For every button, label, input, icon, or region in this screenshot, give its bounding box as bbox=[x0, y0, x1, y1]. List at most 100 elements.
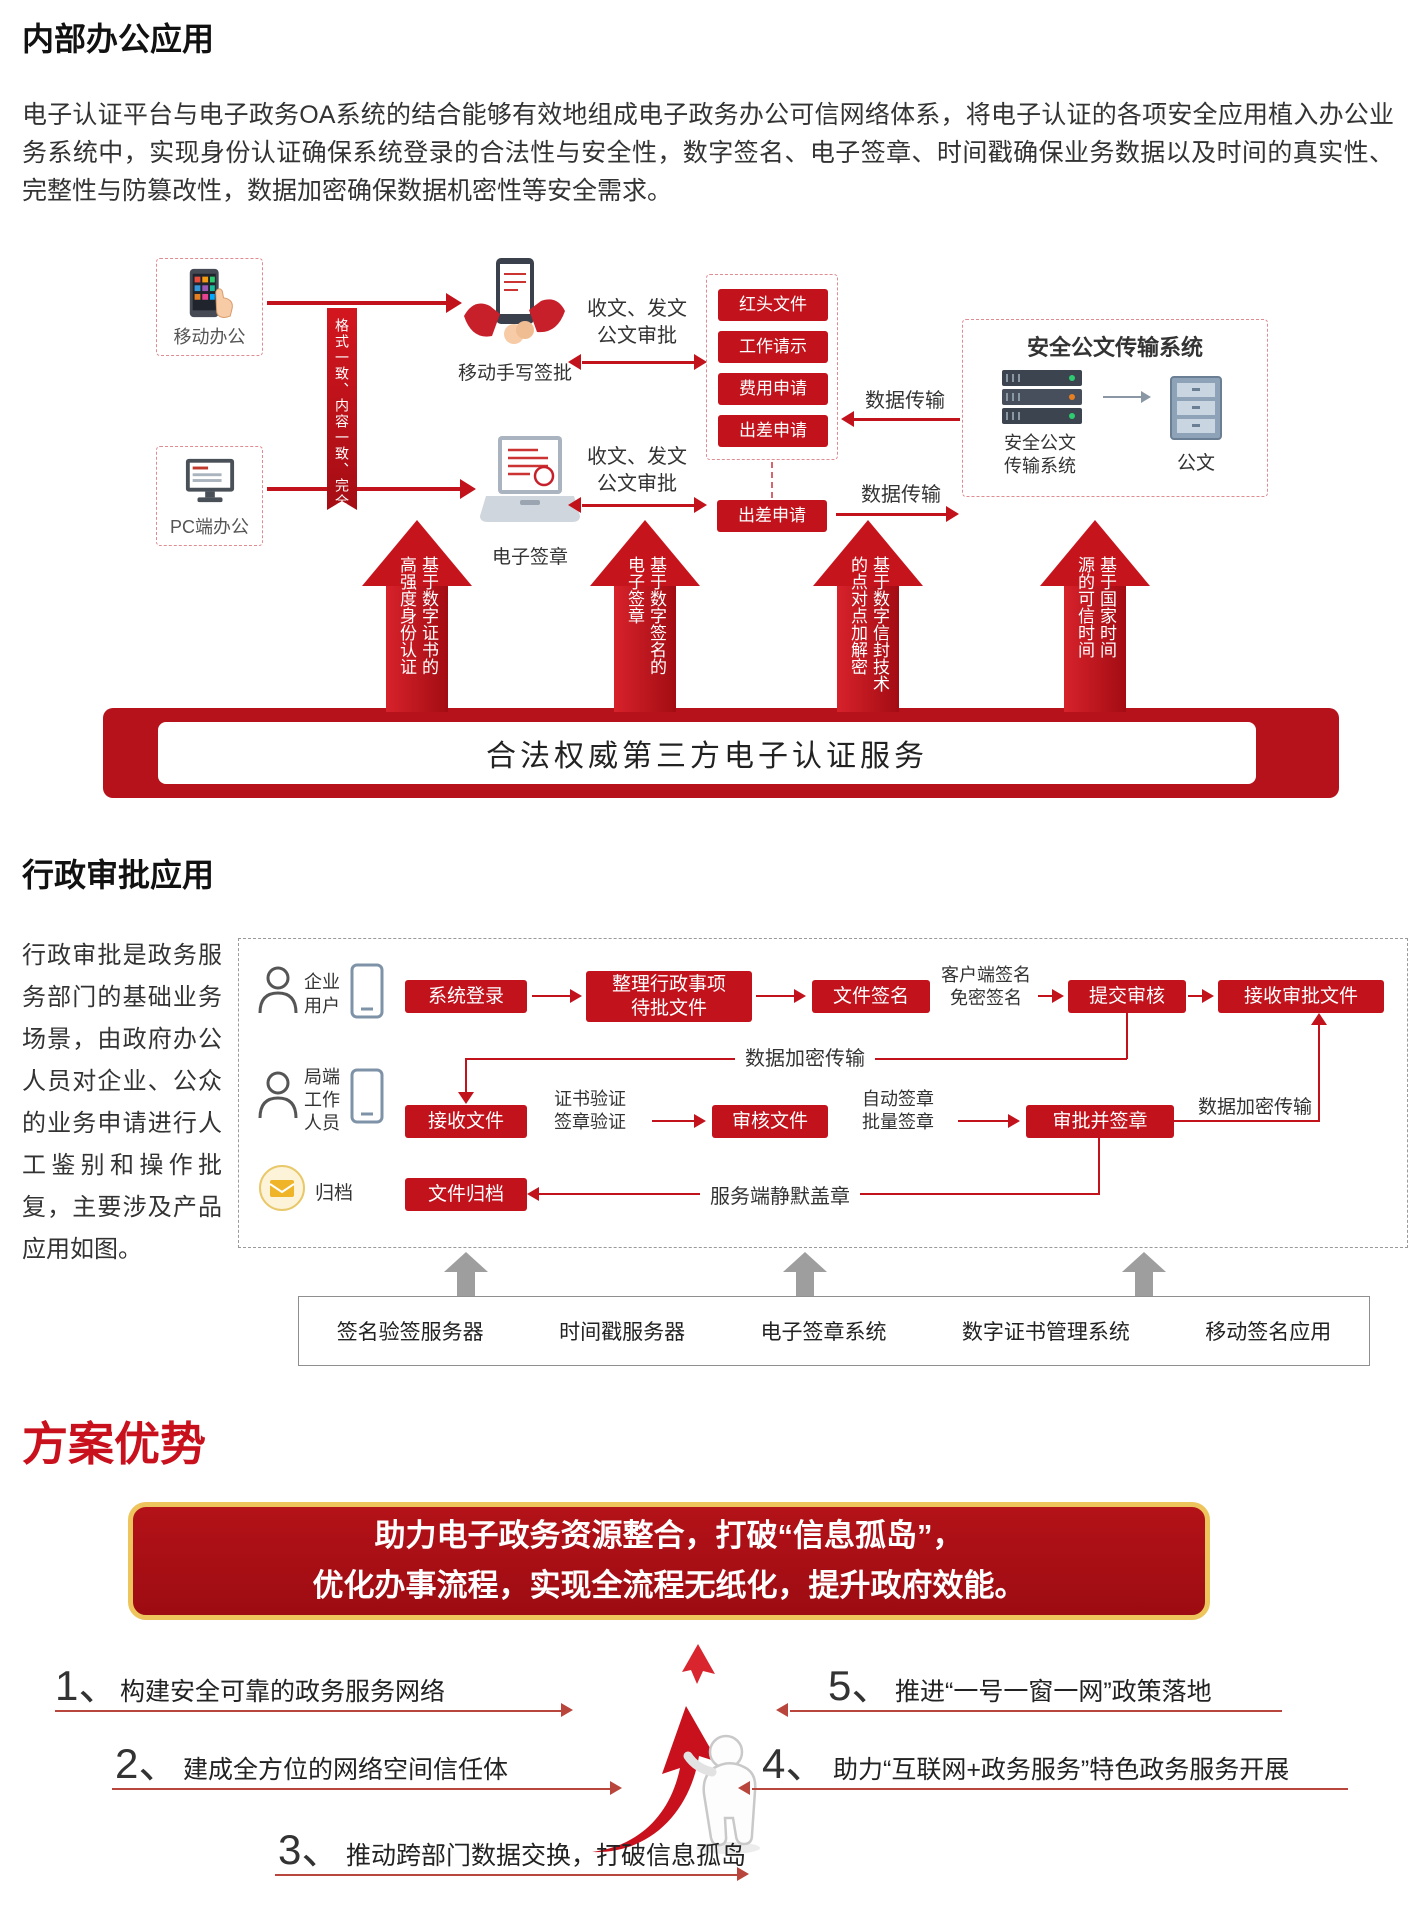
desktop-computer-icon bbox=[185, 458, 234, 503]
connector-line bbox=[1318, 1024, 1320, 1120]
step-organize: 整理行政事项 待批文件 bbox=[586, 971, 752, 1022]
step-login: 系统登录 bbox=[405, 980, 527, 1013]
foundation-inner: 合法权威第三方电子认证服务 bbox=[158, 722, 1256, 784]
double-arrow-1-line bbox=[582, 361, 694, 364]
gray-pillar bbox=[444, 1252, 488, 1298]
data-transfer-lower-line bbox=[836, 513, 946, 516]
pillar-trusted-time: 基于国家时间源的可信时间 bbox=[1040, 520, 1150, 712]
enterprise-user-label: 企业 用户 bbox=[304, 972, 340, 1016]
gray-pillar-head-icon bbox=[1122, 1252, 1166, 1272]
auto-sign-note: 自动签章 批量签章 bbox=[862, 1089, 934, 1132]
point-2-arrow-icon bbox=[610, 1781, 622, 1795]
pillar-text: 基于数字信封技术的点对点加解密 bbox=[848, 556, 889, 692]
approval-text-1: 收文、发文 公文审批 bbox=[587, 298, 687, 347]
platform-item: 时间戳服务器 bbox=[559, 1321, 686, 1344]
connector-line bbox=[1126, 1013, 1128, 1059]
point-5-text: 推进“一号一窗一网”政策落地 bbox=[895, 1678, 1212, 1706]
approval-text-2: 收文、发文 公文审批 bbox=[587, 446, 687, 495]
connector-line bbox=[1098, 1138, 1100, 1194]
pillar-text: 基于数字证书的高强度身份认证 bbox=[397, 556, 438, 675]
gray-pillar-shaft bbox=[1135, 1272, 1153, 1298]
banner-line-1: 助力电子政务资源整合，打破“信息孤岛”， bbox=[374, 1518, 964, 1553]
person-icon bbox=[258, 1071, 298, 1119]
step-review: 审核文件 bbox=[712, 1105, 828, 1138]
section-approval-title: 行政审批应用 bbox=[22, 857, 215, 893]
pillar-shaft bbox=[1064, 586, 1126, 712]
flow-line bbox=[652, 1120, 694, 1122]
point-3-arrow-icon bbox=[737, 1867, 749, 1881]
point-1-number: 1、 bbox=[55, 1662, 121, 1709]
envelope-archive-icon bbox=[259, 1165, 305, 1211]
gray-pillar bbox=[783, 1252, 827, 1298]
step-receive: 接收文件 bbox=[405, 1105, 527, 1138]
gray-pillar-shaft bbox=[457, 1272, 475, 1298]
data-transfer-lower-label: 数据传输 bbox=[861, 484, 941, 506]
pillar-cert-auth: 基于数字证书的高强度身份认证 bbox=[362, 520, 472, 712]
archive-label: 归档 bbox=[314, 1183, 353, 1204]
connector-arrow-icon bbox=[1311, 1013, 1327, 1025]
doc-item: 工作请示 bbox=[718, 331, 828, 363]
connector-arrow-icon bbox=[458, 1092, 474, 1104]
connector-arrow-icon bbox=[527, 1187, 539, 1201]
approval-flow-box bbox=[238, 938, 1408, 1248]
server-to-cabinet-line bbox=[1103, 396, 1141, 398]
pillar-shaft bbox=[614, 586, 676, 712]
point-2-text: 建成全方位的网络空间信任体 bbox=[183, 1756, 509, 1784]
file-cabinet-icon bbox=[1170, 376, 1222, 440]
flow-line bbox=[1038, 995, 1052, 997]
section-advantage-title: 方案优势 bbox=[22, 1418, 206, 1470]
hand-touch-phone-icon bbox=[189, 268, 233, 318]
double-arrow-2-line bbox=[582, 504, 694, 507]
advantage-banner: 助力电子政务资源整合，打破“信息孤岛”， 优化办事流程，实现全流程无纸化，提升政… bbox=[128, 1502, 1210, 1620]
double-arrow-1-left-icon bbox=[568, 354, 581, 370]
hands-holding-phone-icon bbox=[464, 258, 565, 344]
pc-office-label: PC端办公 bbox=[169, 517, 249, 537]
pillar-head-icon bbox=[362, 520, 472, 586]
format-ribbon: 格式一致、内容一致、完全兼容 bbox=[327, 308, 357, 510]
arrow-mobile-head-icon bbox=[446, 293, 462, 313]
flow-line bbox=[958, 1120, 1008, 1122]
step-sign: 文件签名 bbox=[812, 980, 930, 1013]
point-5-line bbox=[790, 1710, 1282, 1712]
mobile-sign-label: 移动手写签批 bbox=[457, 363, 572, 384]
banner-line-2: 优化办事流程，实现全流程无纸化，提升政府效能。 bbox=[312, 1568, 1026, 1603]
point-2-line bbox=[112, 1788, 610, 1790]
foundation-label: 合法权威第三方电子认证服务 bbox=[486, 740, 928, 773]
doc-dashed-connector bbox=[771, 462, 773, 498]
step-receive-approval: 接收审批文件 bbox=[1218, 980, 1384, 1013]
figure-pushing-arrow-icon bbox=[592, 1644, 760, 1854]
server-to-cabinet-head-icon bbox=[1141, 391, 1151, 403]
arrow-pc-head-icon bbox=[460, 479, 476, 499]
verify-note: 证书验证 签章验证 bbox=[554, 1089, 626, 1132]
point-4-arrow-icon bbox=[738, 1781, 750, 1795]
doc-item: 出差申请 bbox=[718, 415, 828, 447]
secure-transmission-title: 安全公文传输系统 bbox=[1026, 335, 1203, 360]
step-archive: 文件归档 bbox=[405, 1178, 527, 1211]
arrow-pc-line bbox=[267, 487, 460, 491]
bureau-staff-label: 局端 工作 人员 bbox=[304, 1067, 340, 1133]
pillar-head-icon bbox=[1040, 520, 1150, 586]
point-3-number: 3、 bbox=[278, 1826, 344, 1873]
double-arrow-2-right-icon bbox=[694, 497, 707, 513]
client-sign-note: 客户端签名 免密签名 bbox=[941, 965, 1031, 1008]
flow-line bbox=[1188, 995, 1202, 997]
flow-line bbox=[532, 995, 570, 997]
pillar-text: 基于数字签名的电子签章 bbox=[625, 556, 666, 675]
point-5-arrow-icon bbox=[776, 1703, 788, 1717]
flow-arrow-icon bbox=[794, 989, 806, 1003]
data-transfer-upper-line bbox=[854, 418, 960, 421]
smartphone-outline-icon bbox=[350, 963, 384, 1019]
approval-intro: 行政审批是政务服务部门的基础业务场景，由政府办公人员对企业、公众的业务申请进行人… bbox=[22, 942, 222, 1263]
secure-server-label: 安全公文 传输系统 bbox=[1004, 433, 1076, 476]
esign-label: 电子签章 bbox=[491, 547, 568, 568]
step-submit: 提交审核 bbox=[1068, 980, 1186, 1013]
doc-stack-box: 红头文件 工作请示 费用申请 出差申请 bbox=[706, 274, 838, 460]
platform-bar: 签名验签服务器 时间戳服务器 电子签章系统 数字证书管理系统 移动签名应用 bbox=[298, 1296, 1370, 1366]
person-icon bbox=[258, 966, 298, 1014]
point-1-arrow-icon bbox=[561, 1703, 573, 1717]
point-4-text: 助力“互联网+政务服务”特色政务服务开展 bbox=[833, 1756, 1290, 1784]
platform-item: 移动签名应用 bbox=[1205, 1321, 1332, 1344]
gray-pillar-shaft bbox=[796, 1272, 814, 1298]
connector-line bbox=[1174, 1120, 1320, 1122]
